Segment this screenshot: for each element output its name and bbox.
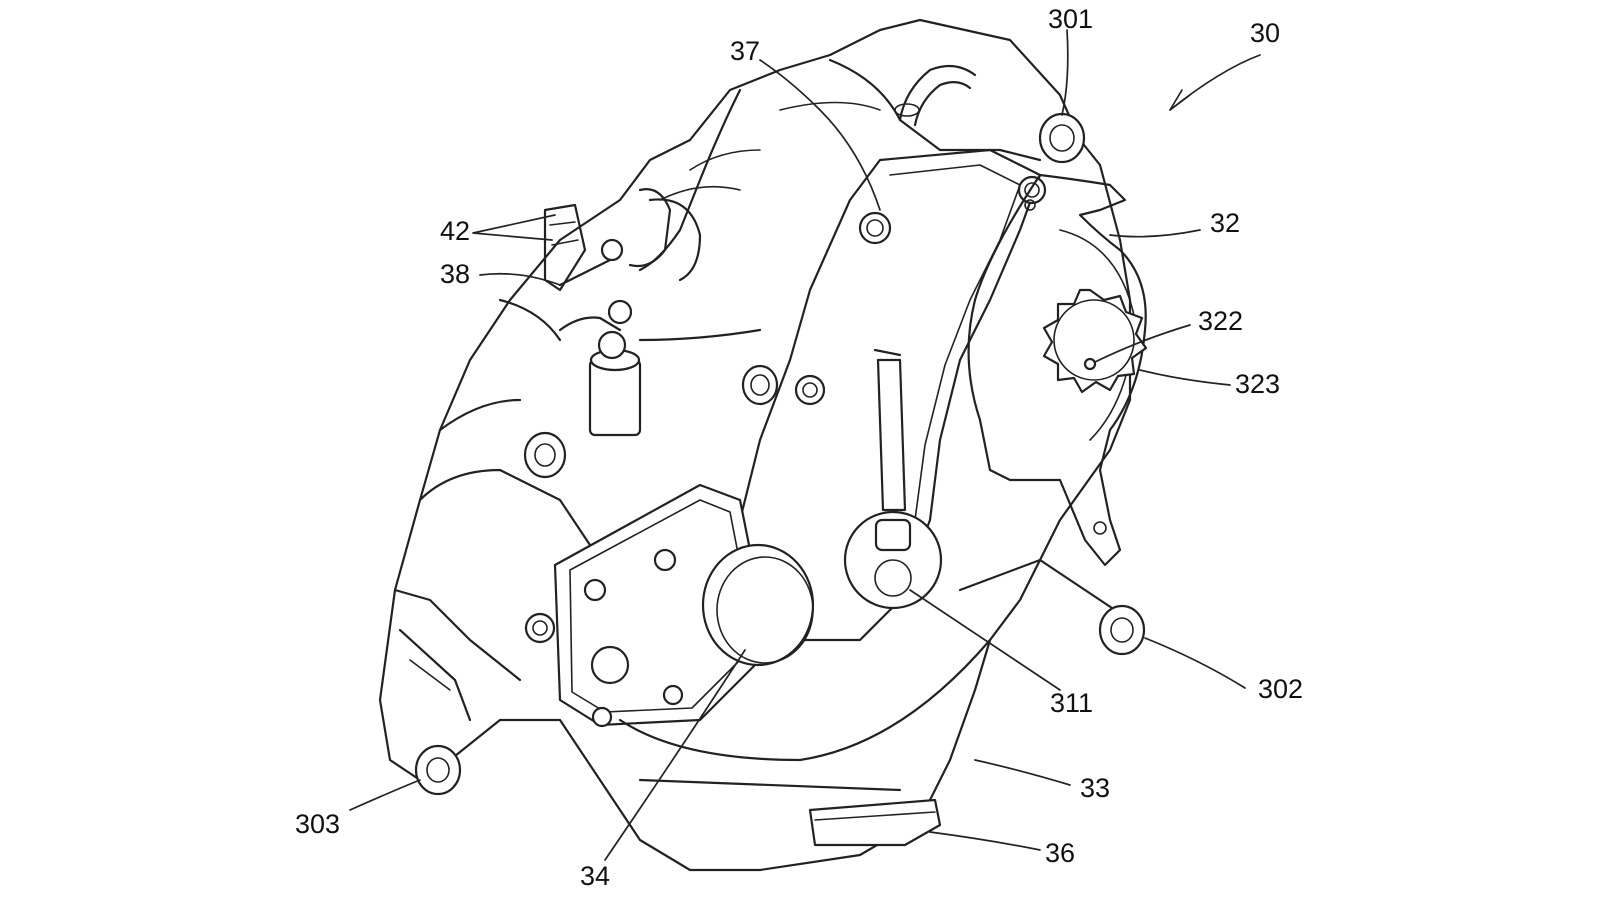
label-37: 37 (730, 36, 760, 66)
label-42: 42 (440, 216, 470, 246)
oil-filter-34 (701, 543, 815, 667)
boss (741, 364, 779, 406)
label-303: 303 (295, 809, 340, 839)
mount-boss-302 (958, 558, 1146, 656)
mount-boss-303 (414, 744, 462, 796)
label-311: 311 (1050, 688, 1093, 718)
leader-lines (349, 29, 1261, 861)
label-36: 36 (1045, 838, 1075, 868)
label-301: 301 (1048, 4, 1093, 34)
bolt (794, 374, 826, 406)
fitting-38 (498, 298, 762, 437)
label-38: 38 (440, 259, 470, 289)
hose-fitting-42 (543, 188, 702, 292)
label-322: 322 (1198, 306, 1243, 336)
mount-boss-301 (1038, 112, 1086, 164)
label-32: 32 (1210, 208, 1240, 238)
reference-labels: 30 301 37 42 38 32 322 323 302 311 303 3… (295, 4, 1303, 891)
cover-37 (738, 148, 1047, 642)
bolt (858, 211, 892, 245)
label-302: 302 (1258, 674, 1303, 704)
bolt (1017, 175, 1047, 205)
crankcase-body (378, 18, 1132, 872)
label-323: 323 (1235, 369, 1280, 399)
boss (523, 431, 567, 479)
embossed-mark-36 (808, 798, 942, 847)
bolt (524, 612, 556, 644)
label-34: 34 (580, 861, 610, 891)
label-33: 33 (1080, 773, 1110, 803)
lower-cover-33 (618, 638, 992, 792)
sprocket-322 (1042, 288, 1148, 394)
label-30: 30 (1250, 18, 1280, 48)
left-housing (393, 398, 602, 722)
lever-311 (843, 348, 943, 610)
